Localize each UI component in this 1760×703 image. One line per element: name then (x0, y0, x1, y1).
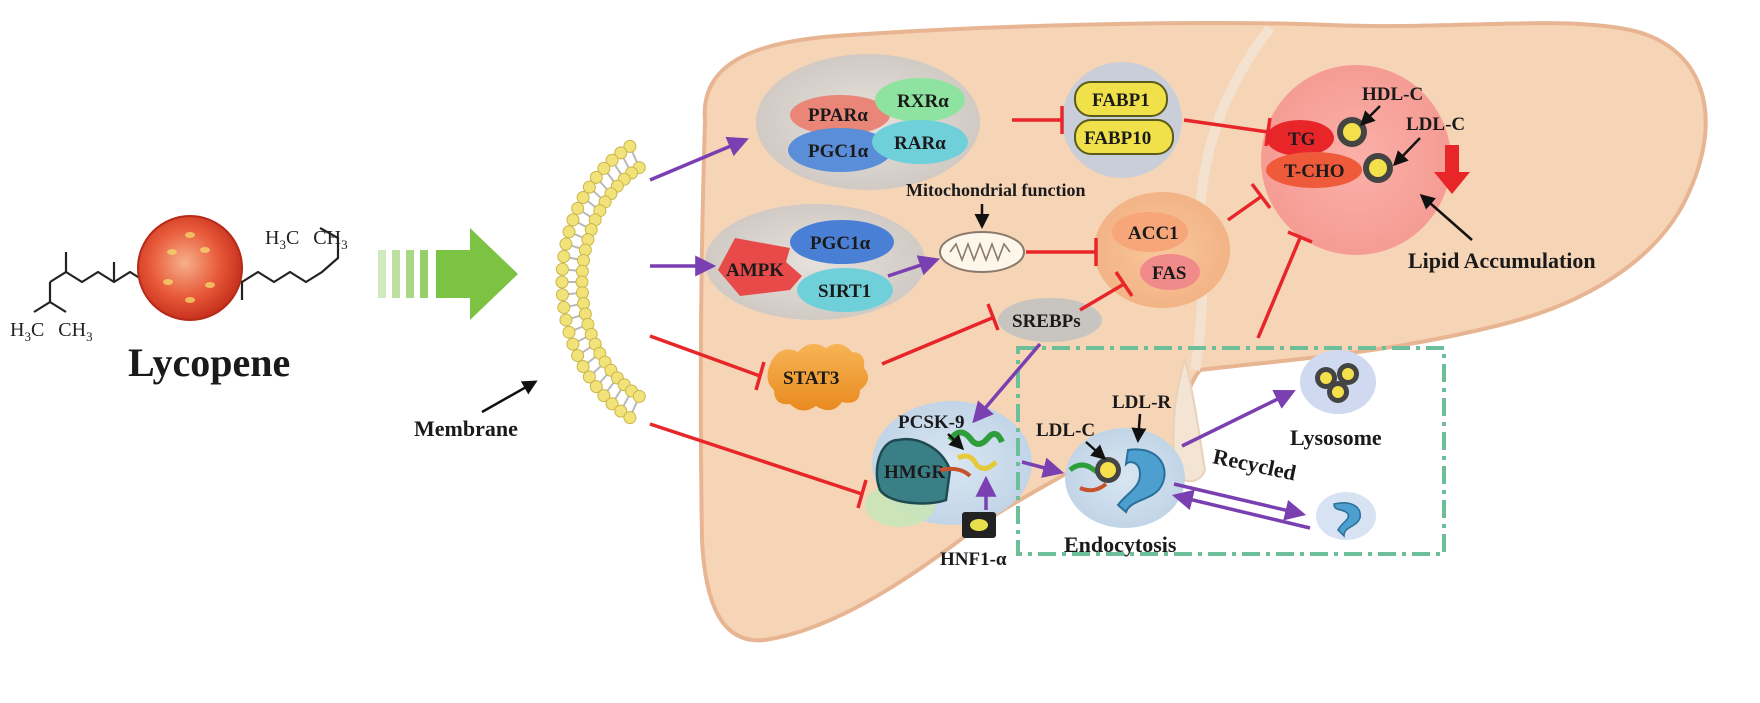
lipid-accumulation-pointer (1419, 194, 1473, 241)
fabp10-node (1074, 119, 1174, 155)
recycled-receptor-bg (1316, 492, 1376, 540)
ldl-particle-icon (1363, 153, 1393, 183)
endocytosis-complex-icon (1068, 457, 1121, 493)
gallbladder (1172, 356, 1207, 483)
fas-node (1140, 254, 1200, 290)
sirt1-label: SIRT1 (818, 281, 871, 302)
stat3-label: STAT3 (783, 368, 839, 389)
endocytosis-box (1016, 346, 1446, 556)
pcsk9-label: PCSK-9 (898, 412, 965, 433)
ldlc-top-label: LDL-C (1406, 114, 1465, 135)
pgc1a-mid-node (790, 220, 894, 264)
membrane-pointer (481, 380, 538, 414)
ppara-label: PPARα (808, 105, 868, 126)
green-arrow (378, 228, 518, 320)
pcsk9-protein-icon (939, 429, 1005, 478)
mitochondrial-function-label: Mitochondrial function (906, 180, 1086, 200)
tomato-image (137, 215, 243, 321)
lipid-accumulation-label: Lipid Accumulation (1408, 248, 1596, 273)
hnf1a-icon (962, 512, 996, 538)
hmgr-label: HMGR (884, 462, 945, 483)
fabp1-node (1074, 81, 1168, 117)
sirt1-node (797, 268, 893, 312)
pgc1a-top-node (788, 128, 892, 172)
ampk-label: AMPK (726, 260, 784, 281)
membrane-bilayer (555, 139, 646, 425)
tg-label: TG (1288, 129, 1316, 150)
tcho-node (1266, 152, 1362, 188)
rara-node (872, 120, 968, 164)
fabp10-label: FABP10 (1084, 128, 1151, 149)
membrane-label: Membrane (414, 416, 518, 441)
endocytosis-vesicle (1065, 428, 1185, 528)
rxra-node (875, 78, 965, 122)
lipid-zone (1261, 65, 1451, 255)
recycled-receptor-icon (1333, 502, 1361, 538)
ldlr-pointer (1131, 413, 1147, 443)
srebps-node (998, 298, 1102, 342)
hdlc-pointer (1359, 105, 1381, 127)
rxra-label: RXRα (897, 91, 949, 112)
mitochondrion-icon (939, 231, 1025, 273)
endocytosis-label: Endocytosis (1064, 532, 1177, 557)
ldl-receptor-icon (1116, 448, 1166, 514)
acc1-label: ACC1 (1128, 223, 1179, 244)
tg-node (1266, 120, 1334, 156)
ldlr-label: LDL-R (1112, 392, 1171, 413)
ppara-node (790, 95, 890, 135)
stat3-node (767, 343, 869, 411)
inhibition-arrows (649, 106, 1313, 509)
activation-arrows (649, 136, 1311, 530)
acc1-node (1112, 212, 1188, 252)
hdlc-label: HDL-C (1362, 84, 1423, 105)
lycopene-title: Lycopene (128, 340, 290, 385)
tcho-label: T-CHO (1284, 161, 1345, 182)
pcsk9-pointer (947, 433, 965, 451)
hmgr-node (875, 438, 952, 505)
fas-label: FAS (1152, 263, 1186, 284)
ldlc-endo-label: LDL-C (1036, 420, 1095, 441)
ldlc-top-pointer (1392, 137, 1421, 167)
tomato-seeds (163, 232, 215, 303)
lysosome-icon (1315, 363, 1359, 403)
ldlc-endo-pointer (1085, 441, 1107, 460)
ampk-node (718, 238, 802, 296)
decrease-arrow-icon (1434, 145, 1470, 194)
recycled-label: Recycled (1211, 443, 1299, 485)
srebps-label: SREBPs (1012, 311, 1081, 332)
fabp1-label: FABP1 (1092, 90, 1150, 111)
pgc1a-top-label: PGC1α (808, 141, 869, 162)
hnf1a-label: HNF1-α (940, 549, 1007, 570)
rara-label: RARα (894, 133, 946, 154)
hdl-particle-icon (1337, 117, 1367, 147)
lysosome-label: Lysosome (1290, 425, 1382, 450)
pgc1a-mid-label: PGC1α (810, 233, 871, 254)
